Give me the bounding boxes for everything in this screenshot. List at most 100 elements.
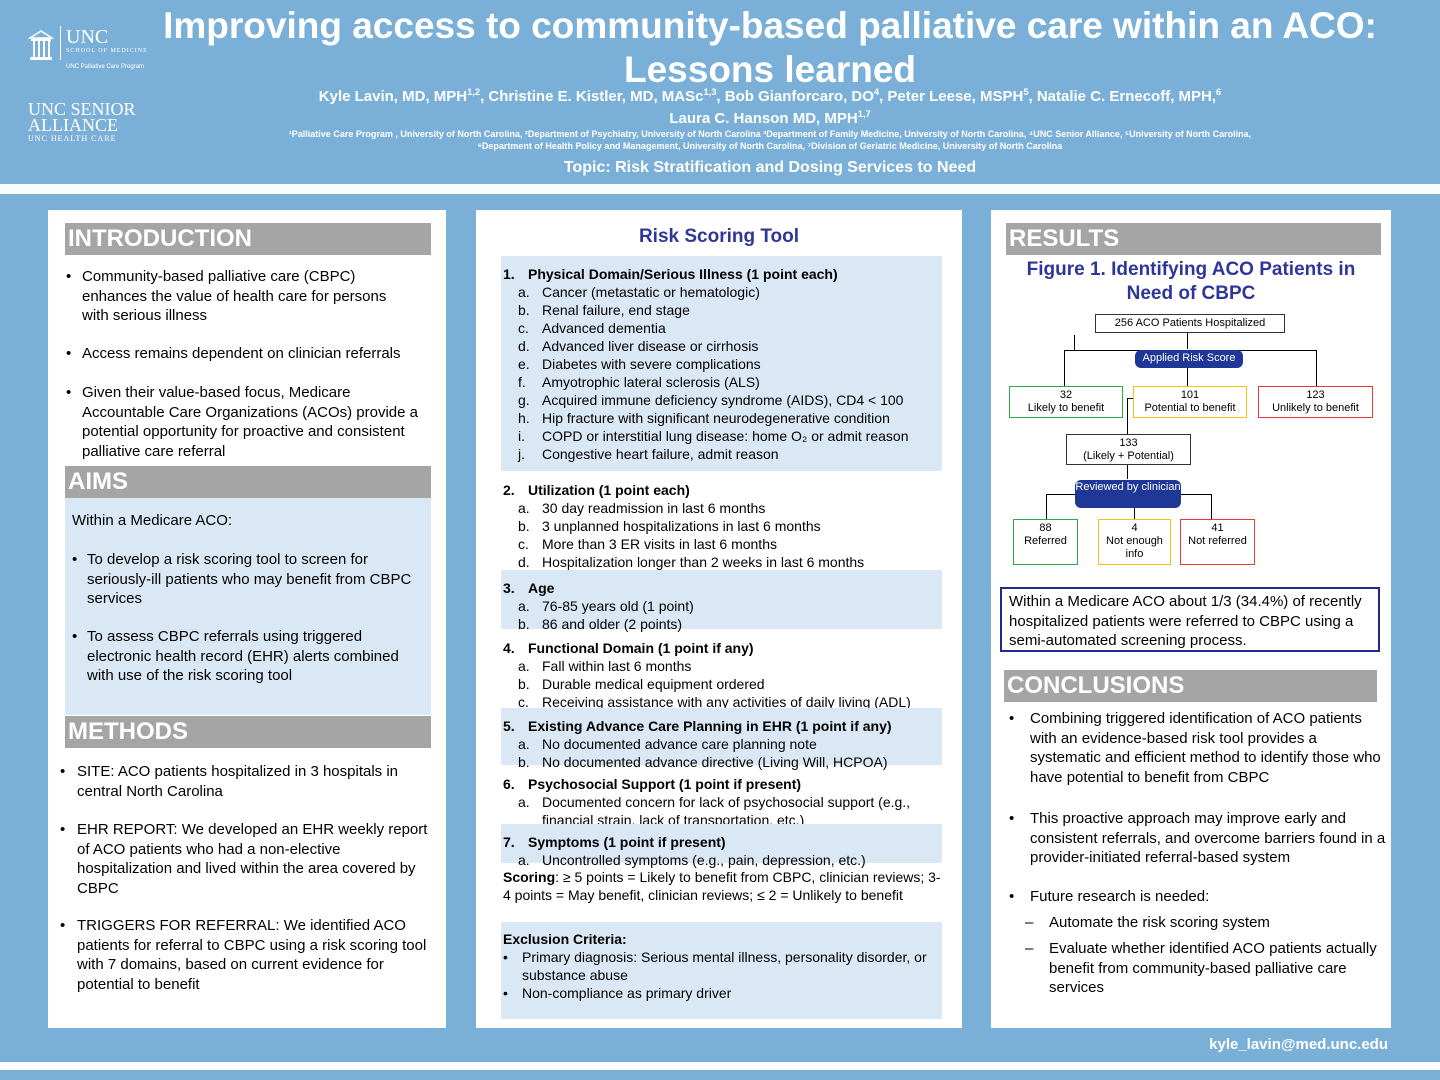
risk-tool-heading: Risk Scoring Tool	[638, 226, 800, 247]
domain-number: 6.	[503, 776, 515, 792]
author-name: , Natalie C. Ernecoff, MPH,	[1028, 88, 1217, 105]
domain-item: g. Acquired immune deficiency syndrome (A…	[518, 391, 938, 409]
topic-line: Topic: Risk Stratification and Dosing Se…	[563, 159, 977, 176]
item-letter: e.	[518, 356, 530, 372]
unlikely-label: Unlikely to benefit	[1272, 402, 1359, 414]
author-name: , Christine E. Kistler, MD, MASc	[480, 88, 704, 105]
methods-bullet-2: •EHR REPORT: We developed an EHR weekly …	[60, 821, 428, 897]
potential-count: 101	[1180, 389, 1200, 401]
domain-item: a.30 day readmission in last 6 months	[518, 499, 938, 517]
item-letter: b.	[518, 302, 530, 318]
domain-title: 4.Functional Domain (1 point if any)	[503, 639, 943, 657]
domain-shade	[501, 708, 942, 765]
domain-item: i.COPD or interstitial lung disease: hom…	[518, 427, 938, 445]
domain-item: a.Fall within last 6 months	[518, 657, 938, 675]
aims-box	[65, 498, 431, 715]
domain-title-text: Functional Domain (1 point if any)	[528, 640, 754, 656]
item-text: Hip fracture with significant neurodegen…	[542, 410, 890, 426]
domain-title-text: Psychosocial Support (1 point if present…	[528, 776, 802, 792]
domain-item: a.No documented advance care planning no…	[518, 735, 938, 753]
connector	[1211, 494, 1212, 519]
connector	[1046, 494, 1047, 519]
conclusion-sub-bullet-1: –Automate the risk scoring system	[1025, 914, 1270, 931]
item-letter: a.	[518, 736, 530, 752]
item-text: 76-85 years old (1 point)	[542, 598, 694, 614]
item-text: Fall within last 6 months	[542, 658, 692, 674]
poster-title: Improving access to community-based pall…	[163, 5, 1377, 90]
not-enough-label: Not enough info	[1106, 535, 1163, 560]
contact-email[interactable]: kyle_lavin@med.unc.edu	[1209, 1036, 1388, 1053]
author-line-1: Kyle Lavin, MD, MPH1,2, Christine E. Kis…	[160, 87, 1380, 105]
conclusion-bullet-3: •Future research is needed:	[1009, 888, 1210, 905]
reviewed-pill: Reviewed by clinician	[1075, 480, 1181, 508]
domain-title: 5.Existing Advance Care Planning in EHR …	[503, 717, 943, 735]
poster-header: UNC SCHOOL OF MEDICINE UNC Palliative Ca…	[0, 0, 1440, 184]
item-text: Advanced liver disease or cirrhosis	[542, 338, 759, 354]
item-text: Documented concern for lack of psychosoc…	[542, 794, 911, 810]
connector	[1064, 350, 1065, 386]
methods-heading: METHODS	[65, 716, 431, 748]
item-letter: a.	[518, 794, 530, 810]
item-letter: d.	[518, 554, 530, 570]
domain-shade	[501, 256, 942, 471]
intro-bullet-2: •Access remains dependent on clinician r…	[66, 345, 401, 362]
old-well-icon	[28, 30, 54, 60]
domain-item: b.3 unplanned hospitalizations in last 6…	[518, 517, 938, 535]
referred-label: Referred	[1024, 535, 1067, 547]
item-letter: d.	[518, 338, 530, 354]
not-enough-count: 4	[1131, 522, 1138, 534]
unc-logo-sub1: SCHOOL OF MEDICINE	[66, 48, 148, 54]
domain-item: d. Hospitalization longer than 2 weeks in…	[518, 553, 938, 571]
combined-count: 133	[1119, 437, 1138, 449]
author-line-2: Laura C. Hanson MD, MPH1,7	[160, 109, 1380, 127]
header-divider	[0, 184, 1440, 194]
item-text: Durable medical equipment ordered	[542, 676, 765, 692]
introduction-heading: INTRODUCTION	[65, 223, 431, 255]
author-affiliation-sup: 1,7	[857, 109, 871, 119]
item-text: Acquired immune deficiency syndrome (AID…	[542, 392, 904, 408]
domain-item: a.76-85 years old (1 point)	[518, 597, 938, 615]
domain-title: 7.Symptoms (1 point if present)	[503, 833, 943, 851]
item-letter: c.	[518, 320, 529, 336]
potential-label: Potential to benefit	[1144, 402, 1236, 414]
left-column: INTRODUCTION •Community-based palliative…	[48, 210, 446, 1028]
item-text: Hospitalization longer than 2 weeks in l…	[542, 554, 865, 570]
author-affiliation-sup: 4	[873, 87, 880, 97]
alliance-logo-line2: ALLIANCE	[28, 115, 118, 135]
item-text: Receiving assistance with any activities…	[542, 694, 911, 710]
item-text: 86 and older (2 points)	[542, 616, 683, 632]
connector	[1316, 350, 1317, 386]
domain-item: c.Advanced dementia	[518, 319, 938, 337]
item-text: Diabetes with severe complications	[542, 356, 761, 372]
domain-number: 5.	[503, 718, 515, 734]
domain-item: f.Amyotrophic lateral sclerosis (ALS)	[518, 373, 938, 391]
item-letter: j.	[518, 446, 525, 462]
domain-number: 7.	[503, 834, 515, 850]
domain-title-text: Utilization (1 point each)	[528, 482, 690, 498]
senior-alliance-logo: UNC SENIOR ALLIANCE UNC HEALTH CARE	[22, 100, 172, 146]
domain-item: h.Hip fracture with significant neurodeg…	[518, 409, 938, 427]
item-text: Uncontrolled symptoms (e.g., pain, depre…	[542, 852, 866, 868]
connector	[1127, 398, 1137, 399]
author-name: Kyle Lavin, MD, MPH	[318, 88, 468, 105]
aims-intro: Within a Medicare ACO:	[72, 512, 233, 529]
domain-item: b.Renal failure, end stage	[518, 301, 938, 319]
results-heading: RESULTS	[1006, 223, 1381, 255]
referred-count: 88	[1039, 522, 1052, 534]
item-letter: g.	[518, 392, 530, 408]
domain-number: 3.	[503, 580, 515, 596]
flowchart: 256 ACO Patients Hospitalized Applied Ri…	[991, 210, 1391, 590]
risk-score-pill: Applied Risk Score	[1135, 350, 1243, 368]
item-letter: b.	[518, 518, 530, 534]
affiliations: ¹Palliative Care Program , University of…	[200, 128, 1340, 152]
exclusion-box	[501, 922, 942, 1019]
likely-count: 32	[1059, 389, 1073, 401]
domain-item: j.Congestive heart failure, admit reason	[518, 445, 938, 463]
conclusions-heading: CONCLUSIONS	[1004, 670, 1377, 702]
domain-item: b.No documented advance directive (Livin…	[518, 753, 938, 771]
aims-bullet-1: •To develop a risk scoring tool to scree…	[72, 551, 412, 607]
